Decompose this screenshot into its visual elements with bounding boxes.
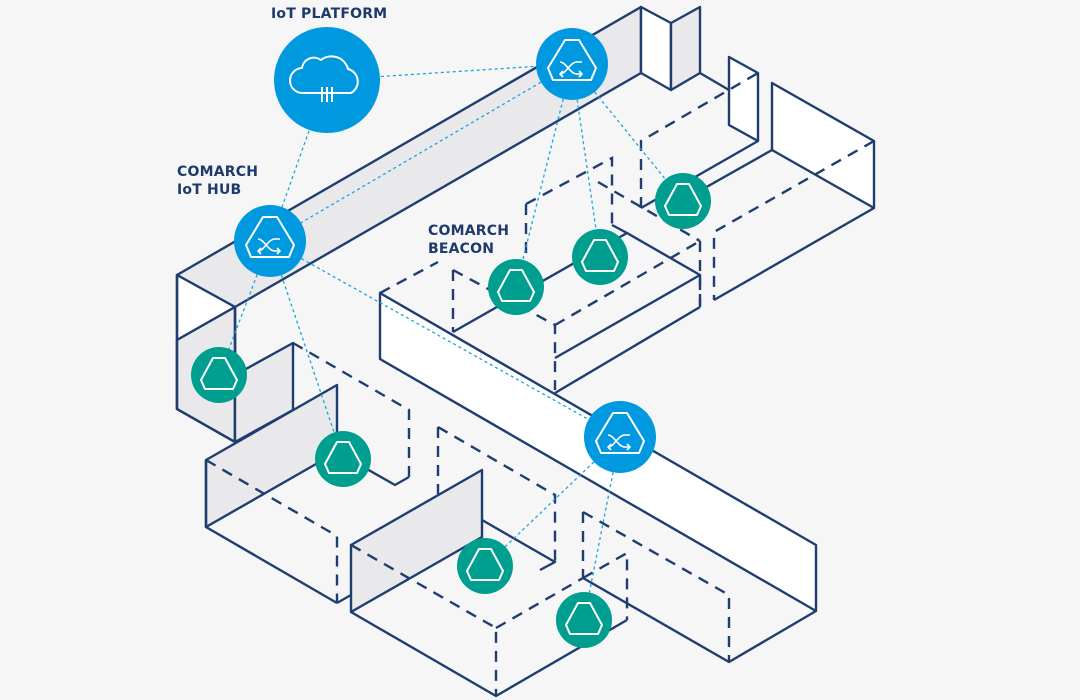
panel-upper-right <box>727 55 760 143</box>
beacon-circle <box>488 259 544 315</box>
label-iot-platform: IoT PLATFORM <box>271 5 387 23</box>
dashed-edge <box>437 425 557 562</box>
dashed-edge <box>525 155 614 225</box>
link-hub-top-beacon-3 <box>515 63 573 288</box>
beacon-triangle-icon <box>664 183 702 216</box>
dashed-edge <box>205 458 339 603</box>
label-line: BEACON <box>428 241 495 257</box>
link-hub-left-beacon-5 <box>269 240 344 460</box>
node-beacon-6[interactable] <box>457 538 513 594</box>
fold-wall-a <box>639 5 673 92</box>
dashed-edge <box>582 550 629 620</box>
wall-edge <box>204 460 338 605</box>
node-beacon-1[interactable] <box>655 173 711 229</box>
link-iot-platform-hub-top <box>326 63 573 81</box>
wall-edge <box>481 518 557 572</box>
platform-circle <box>274 27 380 133</box>
dashed-edge <box>350 543 498 696</box>
link-iot-platform-hub-left <box>269 79 328 242</box>
beacon-circle <box>655 173 711 229</box>
label-comarch-iot-hub: COMARCH IoT HUB <box>177 163 258 199</box>
label-line: COMARCH <box>428 223 510 239</box>
link-hub-top-hub-left <box>269 63 573 242</box>
label-line: COMARCH <box>177 164 259 180</box>
hub-shuffle-icon <box>547 39 597 81</box>
network-nodes <box>191 27 711 648</box>
beacon-circle <box>457 538 513 594</box>
beacon-circle <box>572 229 628 285</box>
node-beacon-4[interactable] <box>191 347 247 403</box>
link-hub-top-beacon-1 <box>571 63 684 202</box>
dashed-edge <box>597 180 701 243</box>
link-hub-left-hub-center <box>269 240 621 438</box>
label-line: IoT HUB <box>177 182 242 198</box>
node-beacon-7[interactable] <box>556 592 612 648</box>
wall-edge <box>713 206 875 302</box>
cloud-icon <box>289 55 359 102</box>
node-beacon-2[interactable] <box>572 229 628 285</box>
beacon-triangle-icon <box>200 357 238 390</box>
bottom-center-partition <box>349 468 484 614</box>
dashed-edge <box>379 260 439 295</box>
dashed-edge <box>292 341 411 477</box>
node-beacon-5[interactable] <box>315 431 371 487</box>
beacon-triangle-icon <box>581 239 619 272</box>
node-hub-center[interactable] <box>584 401 656 473</box>
beacon-triangle-icon <box>497 269 535 302</box>
dashed-edge <box>712 139 875 300</box>
wall-edge <box>582 576 817 664</box>
hub-shuffle-icon <box>595 412 645 454</box>
label-comarch-beacon: COMARCH BEACON <box>428 222 509 258</box>
beacon-circle <box>556 592 612 648</box>
floorplan-walls <box>175 5 876 698</box>
dashed-edge <box>582 510 731 662</box>
label-line: IoT PLATFORM <box>271 6 388 22</box>
node-hub-top[interactable] <box>536 28 608 100</box>
dashed-edge <box>639 71 759 208</box>
wall-edge <box>554 305 701 395</box>
hub-shuffle-icon <box>245 216 295 258</box>
beacon-triangle-icon <box>565 602 603 635</box>
beacon-circle <box>191 347 247 403</box>
dashed-edge <box>495 576 584 630</box>
node-hub-left[interactable] <box>234 205 306 277</box>
beacon-triangle-icon <box>324 441 362 474</box>
fold-wall-b <box>669 5 702 92</box>
node-beacon-3[interactable] <box>488 259 544 315</box>
beacon-circle <box>315 431 371 487</box>
dashed-edge <box>554 239 701 327</box>
beacon-triangle-icon <box>466 548 504 581</box>
dashed-edge <box>452 268 557 390</box>
wall-edge <box>336 593 352 605</box>
node-iot-platform[interactable] <box>274 27 380 133</box>
